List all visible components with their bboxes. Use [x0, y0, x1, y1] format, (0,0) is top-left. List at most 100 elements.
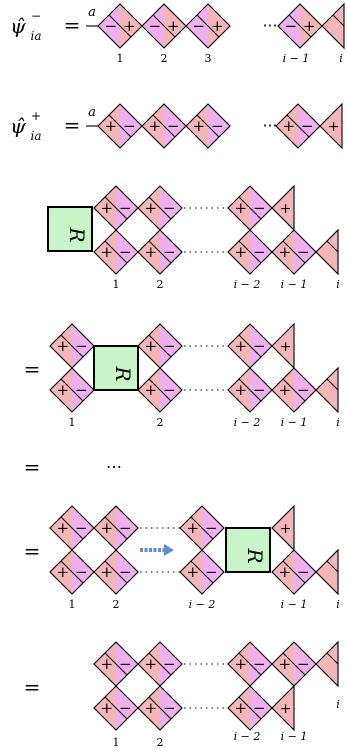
site-label: i [336, 416, 340, 429]
diamond-tile [137, 685, 183, 731]
site-label: 2 [157, 416, 164, 429]
sign-glyph: + [234, 199, 247, 217]
sign-glyph: + [144, 655, 157, 673]
half-tile [319, 102, 343, 150]
diamond-tile [227, 229, 273, 275]
sign-glyph: + [234, 381, 247, 399]
sign-glyph: − [104, 17, 117, 35]
equals-sign: = [64, 113, 81, 137]
sign-glyph: + [104, 117, 117, 135]
site-label: i [339, 52, 343, 65]
sign-glyph: + [167, 17, 180, 35]
sign-glyph: + [56, 563, 69, 581]
sign-glyph: − [163, 699, 176, 717]
sign-glyph: − [75, 519, 88, 537]
sign-glyph: − [297, 381, 310, 399]
sign-glyph: − [119, 243, 132, 261]
sign-glyph: + [280, 701, 292, 717]
site-label: 1 [113, 278, 120, 291]
diamond-tile [137, 229, 183, 275]
sign-glyph: − [75, 337, 88, 355]
sign-glyph: + [144, 199, 157, 217]
sign-glyph: + [303, 17, 316, 35]
sign-glyph: + [123, 17, 136, 35]
sign-glyph: + [186, 563, 199, 581]
r-label: R [65, 226, 89, 242]
psi-subscript: ia [31, 29, 42, 43]
sign-glyph: + [56, 381, 69, 399]
diamond-tile [93, 549, 139, 595]
sign-glyph: − [297, 243, 310, 261]
ellipsis: ⋯ [263, 16, 278, 34]
sign-glyph: − [163, 337, 176, 355]
sign-glyph: + [278, 655, 291, 673]
sign-glyph: + [56, 337, 69, 355]
a-label: a [88, 5, 96, 20]
sign-glyph: − [163, 655, 176, 673]
sign-glyph: − [301, 117, 314, 135]
site-label: i − 2 [234, 416, 261, 429]
site-label: i [336, 278, 340, 291]
sign-glyph: − [119, 699, 132, 717]
sign-glyph: − [119, 519, 132, 537]
r-label: R [243, 547, 267, 563]
diamond-tile [179, 505, 225, 551]
site-label: i − 1 [281, 730, 308, 743]
sign-glyph: + [234, 337, 247, 355]
sign-glyph: + [278, 243, 291, 261]
r-matrix-box [225, 527, 271, 573]
sign-glyph: + [211, 17, 224, 35]
site-label: i − 2 [189, 598, 216, 611]
sign-glyph: + [280, 339, 292, 355]
diamond-tile [97, 103, 143, 149]
sign-glyph: − [211, 117, 224, 135]
shape-layer [47, 2, 345, 732]
r-label: R [111, 365, 135, 381]
sign-glyph: − [192, 17, 205, 35]
site-label: i − 2 [234, 730, 261, 743]
site-label: 2 [161, 52, 168, 65]
sign-glyph: + [148, 117, 161, 135]
site-label: i − 1 [281, 598, 308, 611]
sign-glyph: − [163, 381, 176, 399]
diamond-tile [141, 103, 187, 149]
sign-glyph: − [75, 563, 88, 581]
sign-glyph: + [144, 381, 157, 399]
diamond-tile [49, 549, 95, 595]
sign-glyph: + [144, 243, 157, 261]
end-triangle [315, 366, 339, 414]
end-triangle [315, 548, 339, 596]
move-arrow [140, 544, 174, 556]
equals-sign: = [64, 13, 81, 37]
site-label: i − 2 [234, 278, 261, 291]
sign-glyph: + [186, 519, 199, 537]
sign-glyph: − [253, 243, 266, 261]
diamond-tile [93, 229, 139, 275]
site-label: i − 1 [281, 278, 308, 291]
sign-glyph: + [278, 381, 291, 399]
sign-glyph: − [253, 199, 266, 217]
half-tile [271, 684, 295, 732]
sign-glyph: − [163, 243, 176, 261]
diamond-tile [271, 549, 317, 595]
sign-glyph: − [75, 381, 88, 399]
diamond-tile [137, 185, 183, 231]
diamond-tile [227, 185, 273, 231]
half-tile [271, 504, 295, 552]
end-triangle [321, 2, 345, 50]
sign-glyph: − [119, 563, 132, 581]
diamond-tile [227, 367, 273, 413]
sign-glyph: − [119, 655, 132, 673]
r-matrix-box [47, 206, 93, 252]
diamond-tile [141, 3, 187, 49]
sign-glyph: − [205, 563, 218, 581]
sign-glyph: + [234, 243, 247, 261]
site-label: 2 [157, 736, 164, 749]
sign-glyph: − [205, 519, 218, 537]
sign-glyph: − [253, 699, 266, 717]
diamond-tile [185, 3, 231, 49]
sign-glyph: − [167, 117, 180, 135]
sign-glyph: − [123, 117, 136, 135]
sign-glyph: + [278, 563, 291, 581]
